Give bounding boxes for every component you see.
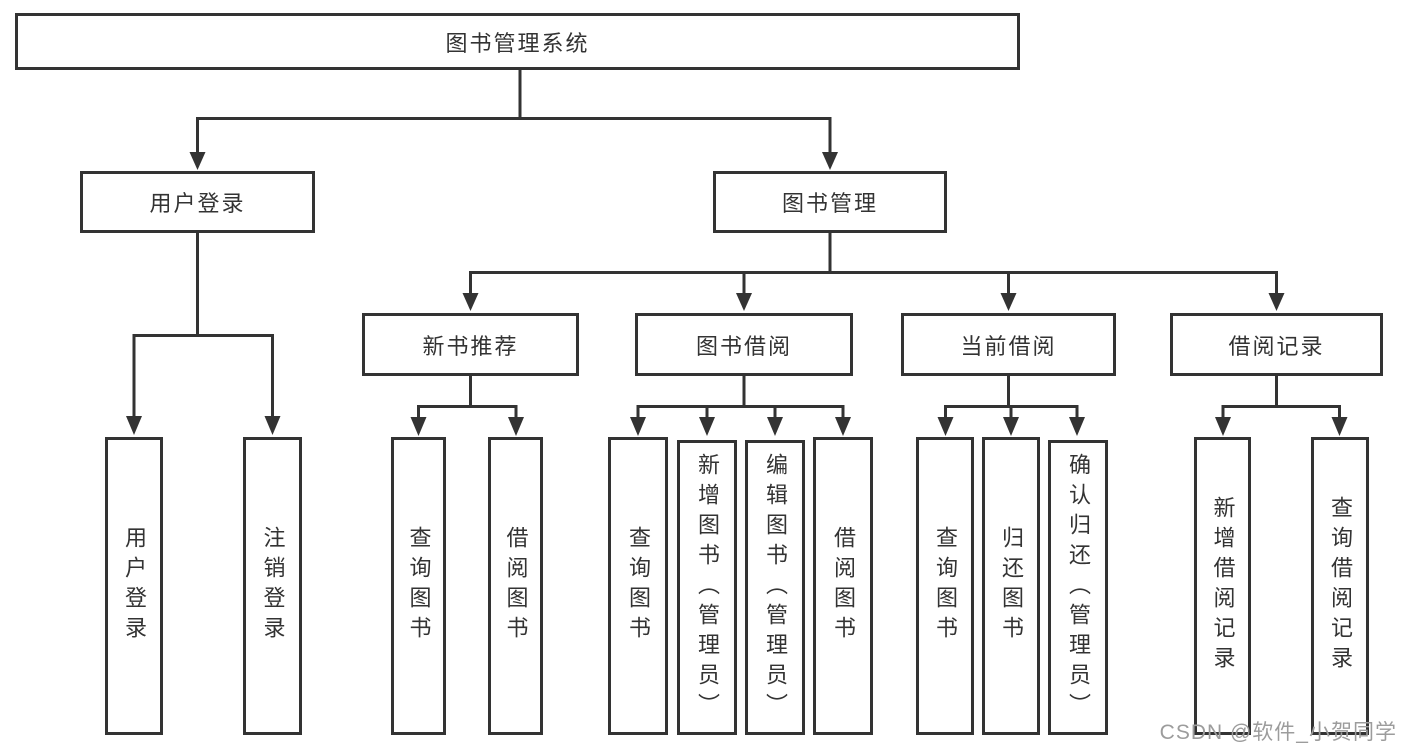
- leaf-user-login-label: 用户登录: [122, 526, 147, 646]
- leaf-borrow-books-2-label: 借阅图书: [831, 526, 856, 646]
- section-new-book-recommend: 新书推荐: [362, 313, 579, 376]
- leaf-add-book-admin: 新增图书（管理员）: [677, 440, 737, 735]
- leaf-query-borrow-record: 查询借阅记录: [1311, 437, 1369, 735]
- leaf-edit-book-admin-label: 编辑图书（管理员）: [763, 452, 788, 723]
- leaf-borrow-books-1-label: 借阅图书: [503, 526, 529, 646]
- leaf-query-borrow-record-label: 查询借阅记录: [1328, 496, 1353, 676]
- leaf-add-borrow-record-label: 新增借阅记录: [1210, 496, 1236, 676]
- leaf-query-books-1-label: 查询图书: [406, 526, 432, 646]
- leaf-add-borrow-record: 新增借阅记录: [1194, 437, 1251, 735]
- leaf-query-books-2-label: 查询图书: [626, 526, 651, 646]
- leaf-query-books-2: 查询图书: [608, 437, 668, 735]
- leaf-edit-book-admin: 编辑图书（管理员）: [745, 440, 805, 735]
- leaf-user-login: 用户登录: [105, 437, 163, 735]
- leaf-query-books-1: 查询图书: [391, 437, 446, 735]
- leaf-confirm-return-admin-label: 确认归还（管理员）: [1066, 452, 1091, 723]
- section-current-borrow: 当前借阅: [901, 313, 1116, 376]
- leaf-logout: 注销登录: [243, 437, 302, 735]
- leaf-return-book-label: 归还图书: [999, 526, 1024, 646]
- leaf-query-books-3-label: 查询图书: [933, 526, 958, 646]
- leaf-borrow-books-1: 借阅图书: [488, 437, 543, 735]
- leaf-logout-label: 注销登录: [260, 526, 286, 646]
- section-borrow-records: 借阅记录: [1170, 313, 1383, 376]
- branch-book-management: 图书管理: [713, 171, 947, 233]
- node-root: 图书管理系统: [15, 13, 1020, 70]
- section-book-borrow: 图书借阅: [635, 313, 853, 376]
- watermark: CSDN @软件_小贺同学: [1159, 721, 1397, 744]
- leaf-add-book-admin-label: 新增图书（管理员）: [695, 452, 720, 723]
- leaf-query-books-3: 查询图书: [916, 437, 974, 735]
- branch-user-login: 用户登录: [80, 171, 315, 233]
- leaf-confirm-return-admin: 确认归还（管理员）: [1048, 440, 1108, 735]
- leaf-borrow-books-2: 借阅图书: [813, 437, 873, 735]
- leaf-return-book: 归还图书: [982, 437, 1040, 735]
